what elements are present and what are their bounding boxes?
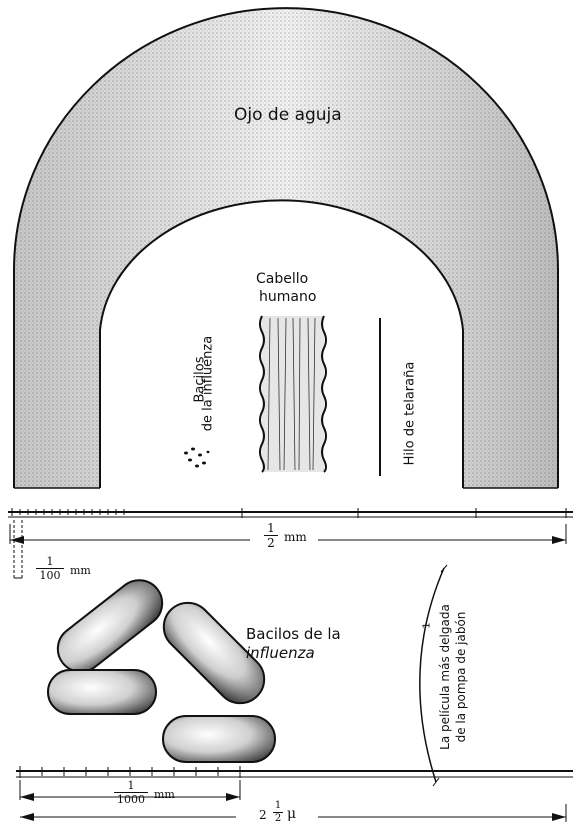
thousandth-mm-den: 1000 xyxy=(114,794,148,805)
two-half-micron-den: 2 xyxy=(273,814,283,824)
hair-label-line2: humano xyxy=(259,289,316,305)
two-half-micron-num: 1 xyxy=(273,801,283,811)
hundredth-mm-fraction: 1 100 xyxy=(36,556,64,581)
hair-label-line1: Cabello xyxy=(256,271,308,287)
two-half-micron-unit: μ xyxy=(287,806,296,822)
two-half-micron-fraction: 1 2 xyxy=(273,801,283,824)
thousandth-mm-num: 1 xyxy=(114,780,148,791)
large-bacilli-label-line2: influenza xyxy=(246,644,315,662)
needle-eye-label: Ojo de aguja xyxy=(234,105,342,125)
half-mm-num: 1 xyxy=(264,522,278,534)
hundredth-mm-marker xyxy=(14,520,22,578)
human-hair xyxy=(260,316,326,472)
tiny-bacilli xyxy=(184,448,210,468)
hundredth-mm-unit: mm xyxy=(70,564,91,577)
large-bacilli-label-line1: Bacilos de la xyxy=(246,625,341,643)
soap-film-label-line1: La película más delgada xyxy=(438,592,452,762)
soap-film-label-line2: de la pompa de jabón xyxy=(454,592,468,762)
hundredth-mm-num: 1 xyxy=(36,556,64,567)
half-mm-unit: mm xyxy=(284,530,307,544)
two-half-micron-whole: 2 xyxy=(259,808,267,822)
half-mm-den: 2 xyxy=(264,537,278,549)
soap-film-marker: 1 xyxy=(422,622,433,628)
thousandth-mm-fraction: 1 1000 xyxy=(114,780,148,805)
large-bacilli xyxy=(48,571,275,762)
thousandth-mm-unit: mm xyxy=(154,788,175,801)
small-bacilli-label-line2: de la influenza xyxy=(201,324,216,444)
half-mm-fraction: 1 2 xyxy=(264,522,278,549)
spider-thread-label: Hilo de telaraña xyxy=(403,344,418,484)
hundredth-mm-den: 100 xyxy=(36,570,64,581)
